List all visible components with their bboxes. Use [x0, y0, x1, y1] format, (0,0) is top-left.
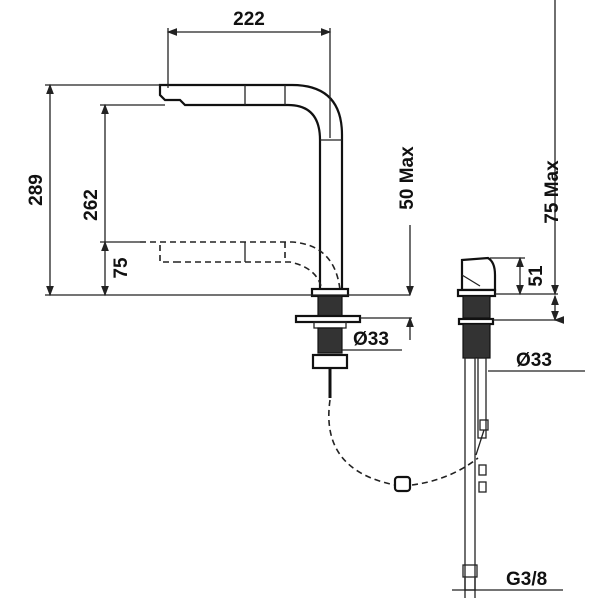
dim-hole-diameter-side: Ø33	[516, 350, 552, 371]
side-dimensions	[452, 0, 585, 598]
dim-spout-height: 262	[81, 189, 102, 221]
dim-max-deck-side: 75 Max	[542, 160, 563, 224]
dim-total-height: 289	[26, 174, 47, 206]
dim-max-deck-front: 50 Max	[397, 146, 418, 210]
faucet-front-view	[140, 83, 479, 493]
faucet-side-view	[456, 256, 497, 591]
front-dimensions	[45, 28, 414, 351]
dim-spout-reach: 222	[233, 9, 265, 30]
dim-handle-height: 51	[526, 265, 547, 287]
dim-pulled-spout-height: 75	[111, 257, 132, 279]
dim-connection-thread: G3/8	[506, 569, 547, 590]
dim-hole-diameter-front: Ø33	[353, 329, 389, 350]
